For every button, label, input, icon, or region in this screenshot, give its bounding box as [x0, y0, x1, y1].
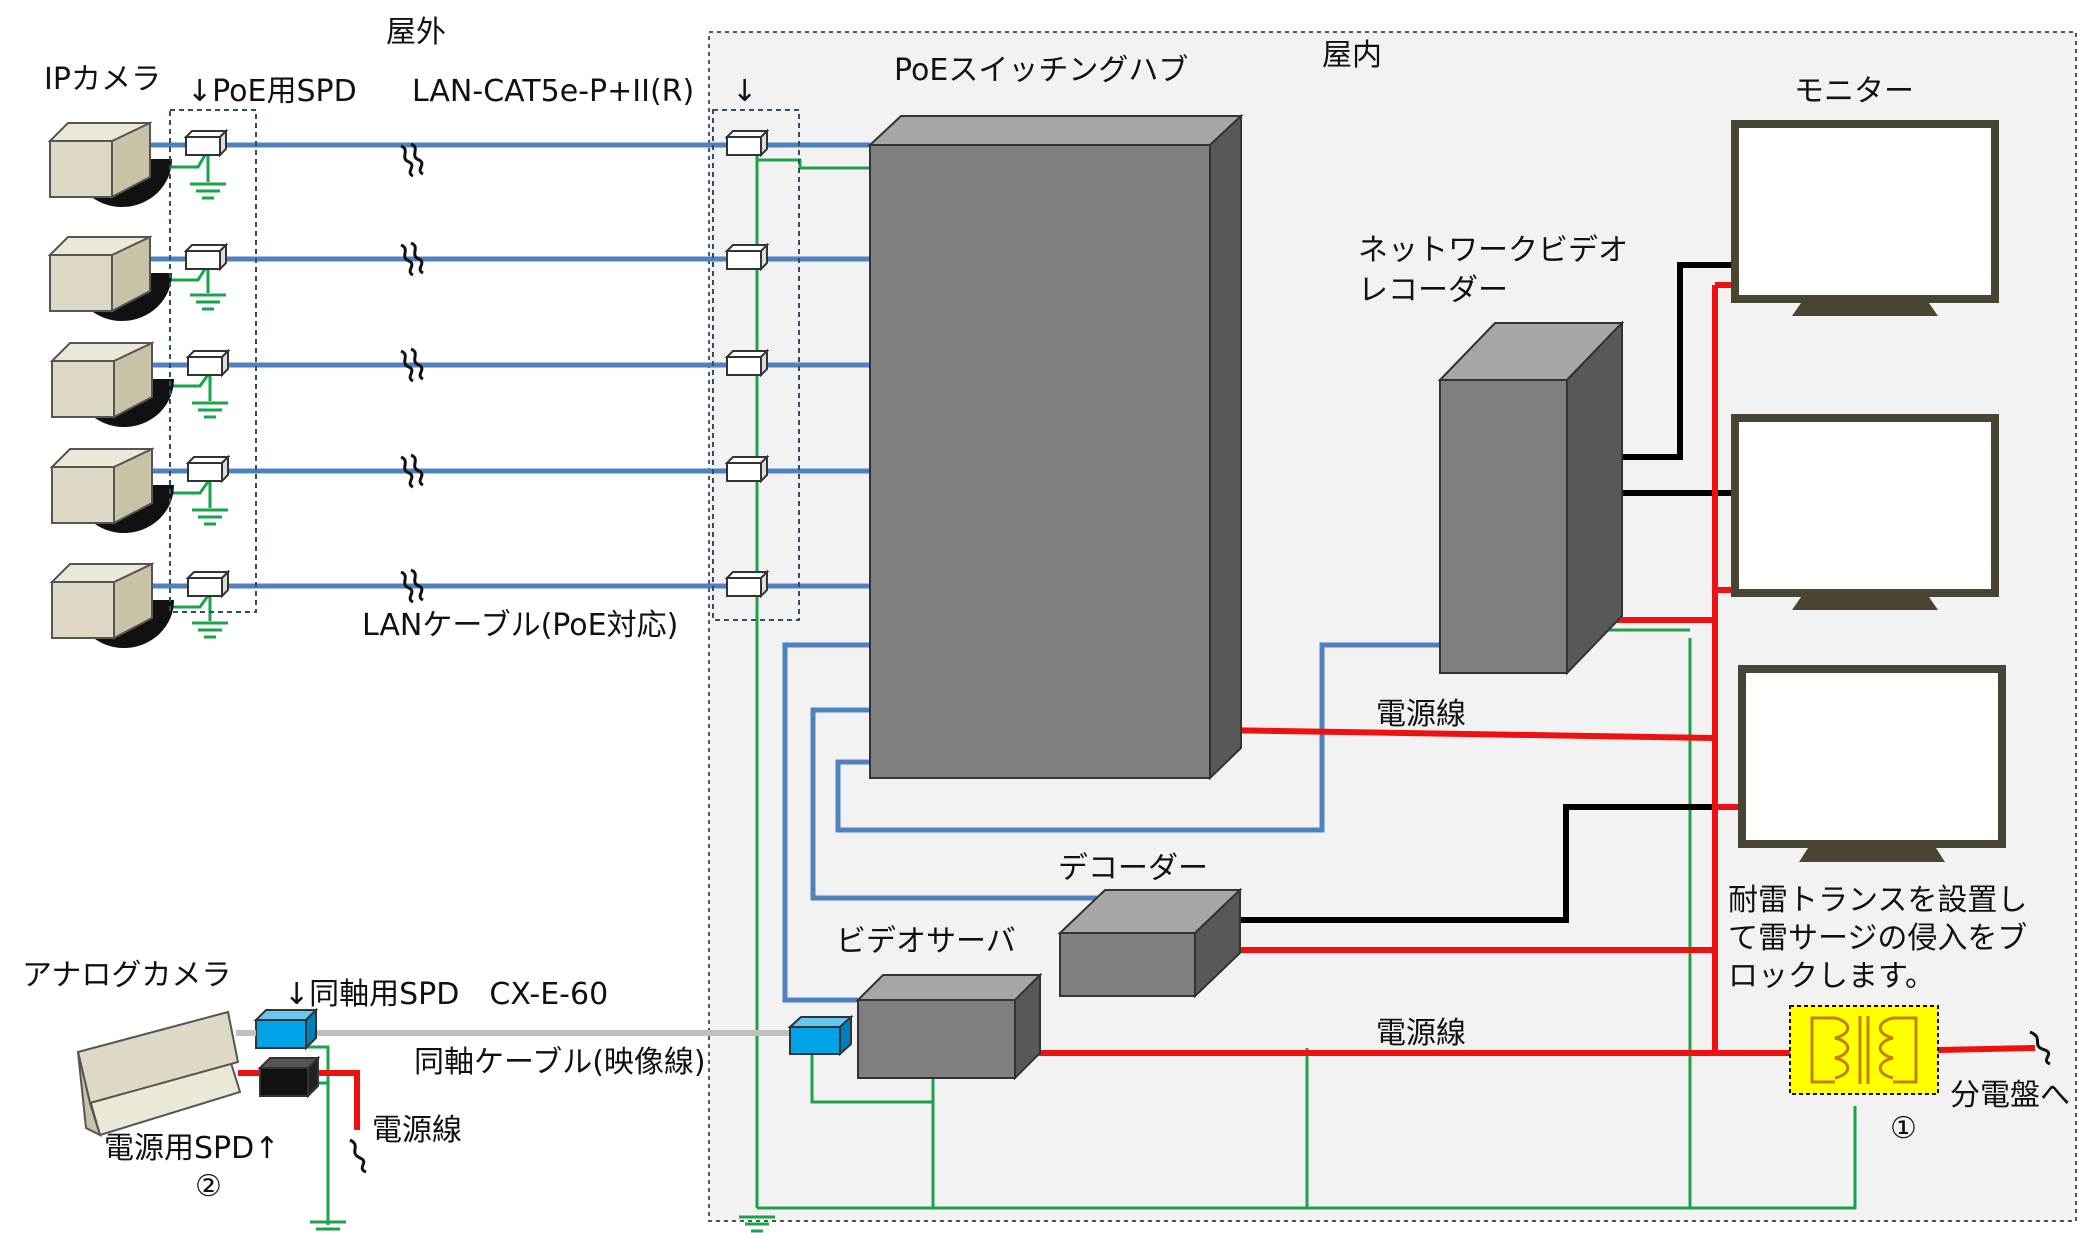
- coax-cable-label: 同軸ケーブル(映像線): [414, 1045, 706, 1080]
- transformer-note-line2: て雷サージの侵入をブ: [1728, 921, 2027, 956]
- decoder: [1057, 887, 1243, 999]
- poe-spd: [187, 456, 229, 482]
- lan-spd: [726, 350, 768, 376]
- lan-spd: [726, 244, 768, 270]
- to-panel-label: 分電盤へ: [1950, 1078, 2070, 1113]
- lan-spd-model-label: LAN-CAT5e-P+II(R): [412, 74, 694, 109]
- poe-spd: [187, 571, 229, 597]
- analog-camera: [76, 1010, 242, 1137]
- indoor-spd-group: [712, 109, 800, 621]
- coax-spd-label: ↓同軸用SPD CX-E-60: [284, 977, 608, 1012]
- lan-spd: [726, 571, 768, 597]
- poe-switching-hub: [867, 113, 1244, 781]
- network-video-recorder: [1437, 320, 1625, 676]
- decoder-label: デコーダー: [1058, 851, 1208, 886]
- video-server-label: ビデオサーバ: [836, 924, 1016, 959]
- monitor: [1731, 120, 1999, 316]
- power-line-label-top: 電源線: [1376, 697, 1466, 732]
- power-spd-label: 電源用SPD↑: [104, 1131, 279, 1166]
- circle-1-label: ①: [1890, 1111, 1917, 1146]
- lan-spd: [726, 130, 768, 156]
- power-line-label-left: 電源線: [372, 1113, 462, 1148]
- ip-camera: [51, 563, 175, 649]
- analog-camera-label: アナログカメラ: [22, 958, 231, 993]
- ip-camera-label: IPカメラ: [44, 62, 161, 97]
- lan-cable-label: LANケーブル(PoE対応): [362, 608, 678, 643]
- transformer-note-line3: ロックします。: [1728, 959, 1935, 994]
- coax-spd-indoor: [787, 1014, 854, 1057]
- coax-spd-outdoor: [253, 1007, 319, 1051]
- power-line-label-mid: 電源線: [1376, 1016, 1466, 1051]
- nvr-label-line1: ネットワークビデオ: [1358, 233, 1628, 268]
- ip-camera: [49, 236, 173, 322]
- power-wires: [238, 282, 2036, 1130]
- poe-spd: [185, 244, 227, 270]
- outdoor-label: 屋外: [386, 15, 446, 50]
- circle-2-label: ②: [195, 1169, 222, 1204]
- ip-camera: [49, 122, 173, 208]
- outdoor-spd-group: [169, 109, 257, 613]
- ip-camera: [51, 342, 175, 428]
- lightning-transformer: [1789, 1005, 1939, 1095]
- poe-hub-label: PoEスイッチングハブ: [894, 53, 1188, 88]
- monitor-label: モニター: [1794, 74, 1914, 109]
- monitor: [1738, 665, 2006, 862]
- nvr-label-line2: レコーダー: [1358, 273, 1508, 308]
- ip-camera: [51, 448, 175, 534]
- ground-wires: [148, 149, 1857, 1225]
- poe-spd-label: ↓PoE用SPD: [187, 74, 357, 109]
- indoor-label: 屋内: [1322, 38, 1382, 73]
- lan-spd: [726, 456, 768, 482]
- indoor-spd-arrow: ↓: [732, 74, 757, 109]
- transformer-note-line1: 耐雷トランスを設置し: [1728, 883, 2027, 918]
- power-spd: [257, 1055, 321, 1099]
- poe-spd: [187, 350, 229, 376]
- monitor: [1731, 414, 1999, 610]
- poe-spd: [185, 130, 227, 156]
- video-server: [855, 972, 1043, 1081]
